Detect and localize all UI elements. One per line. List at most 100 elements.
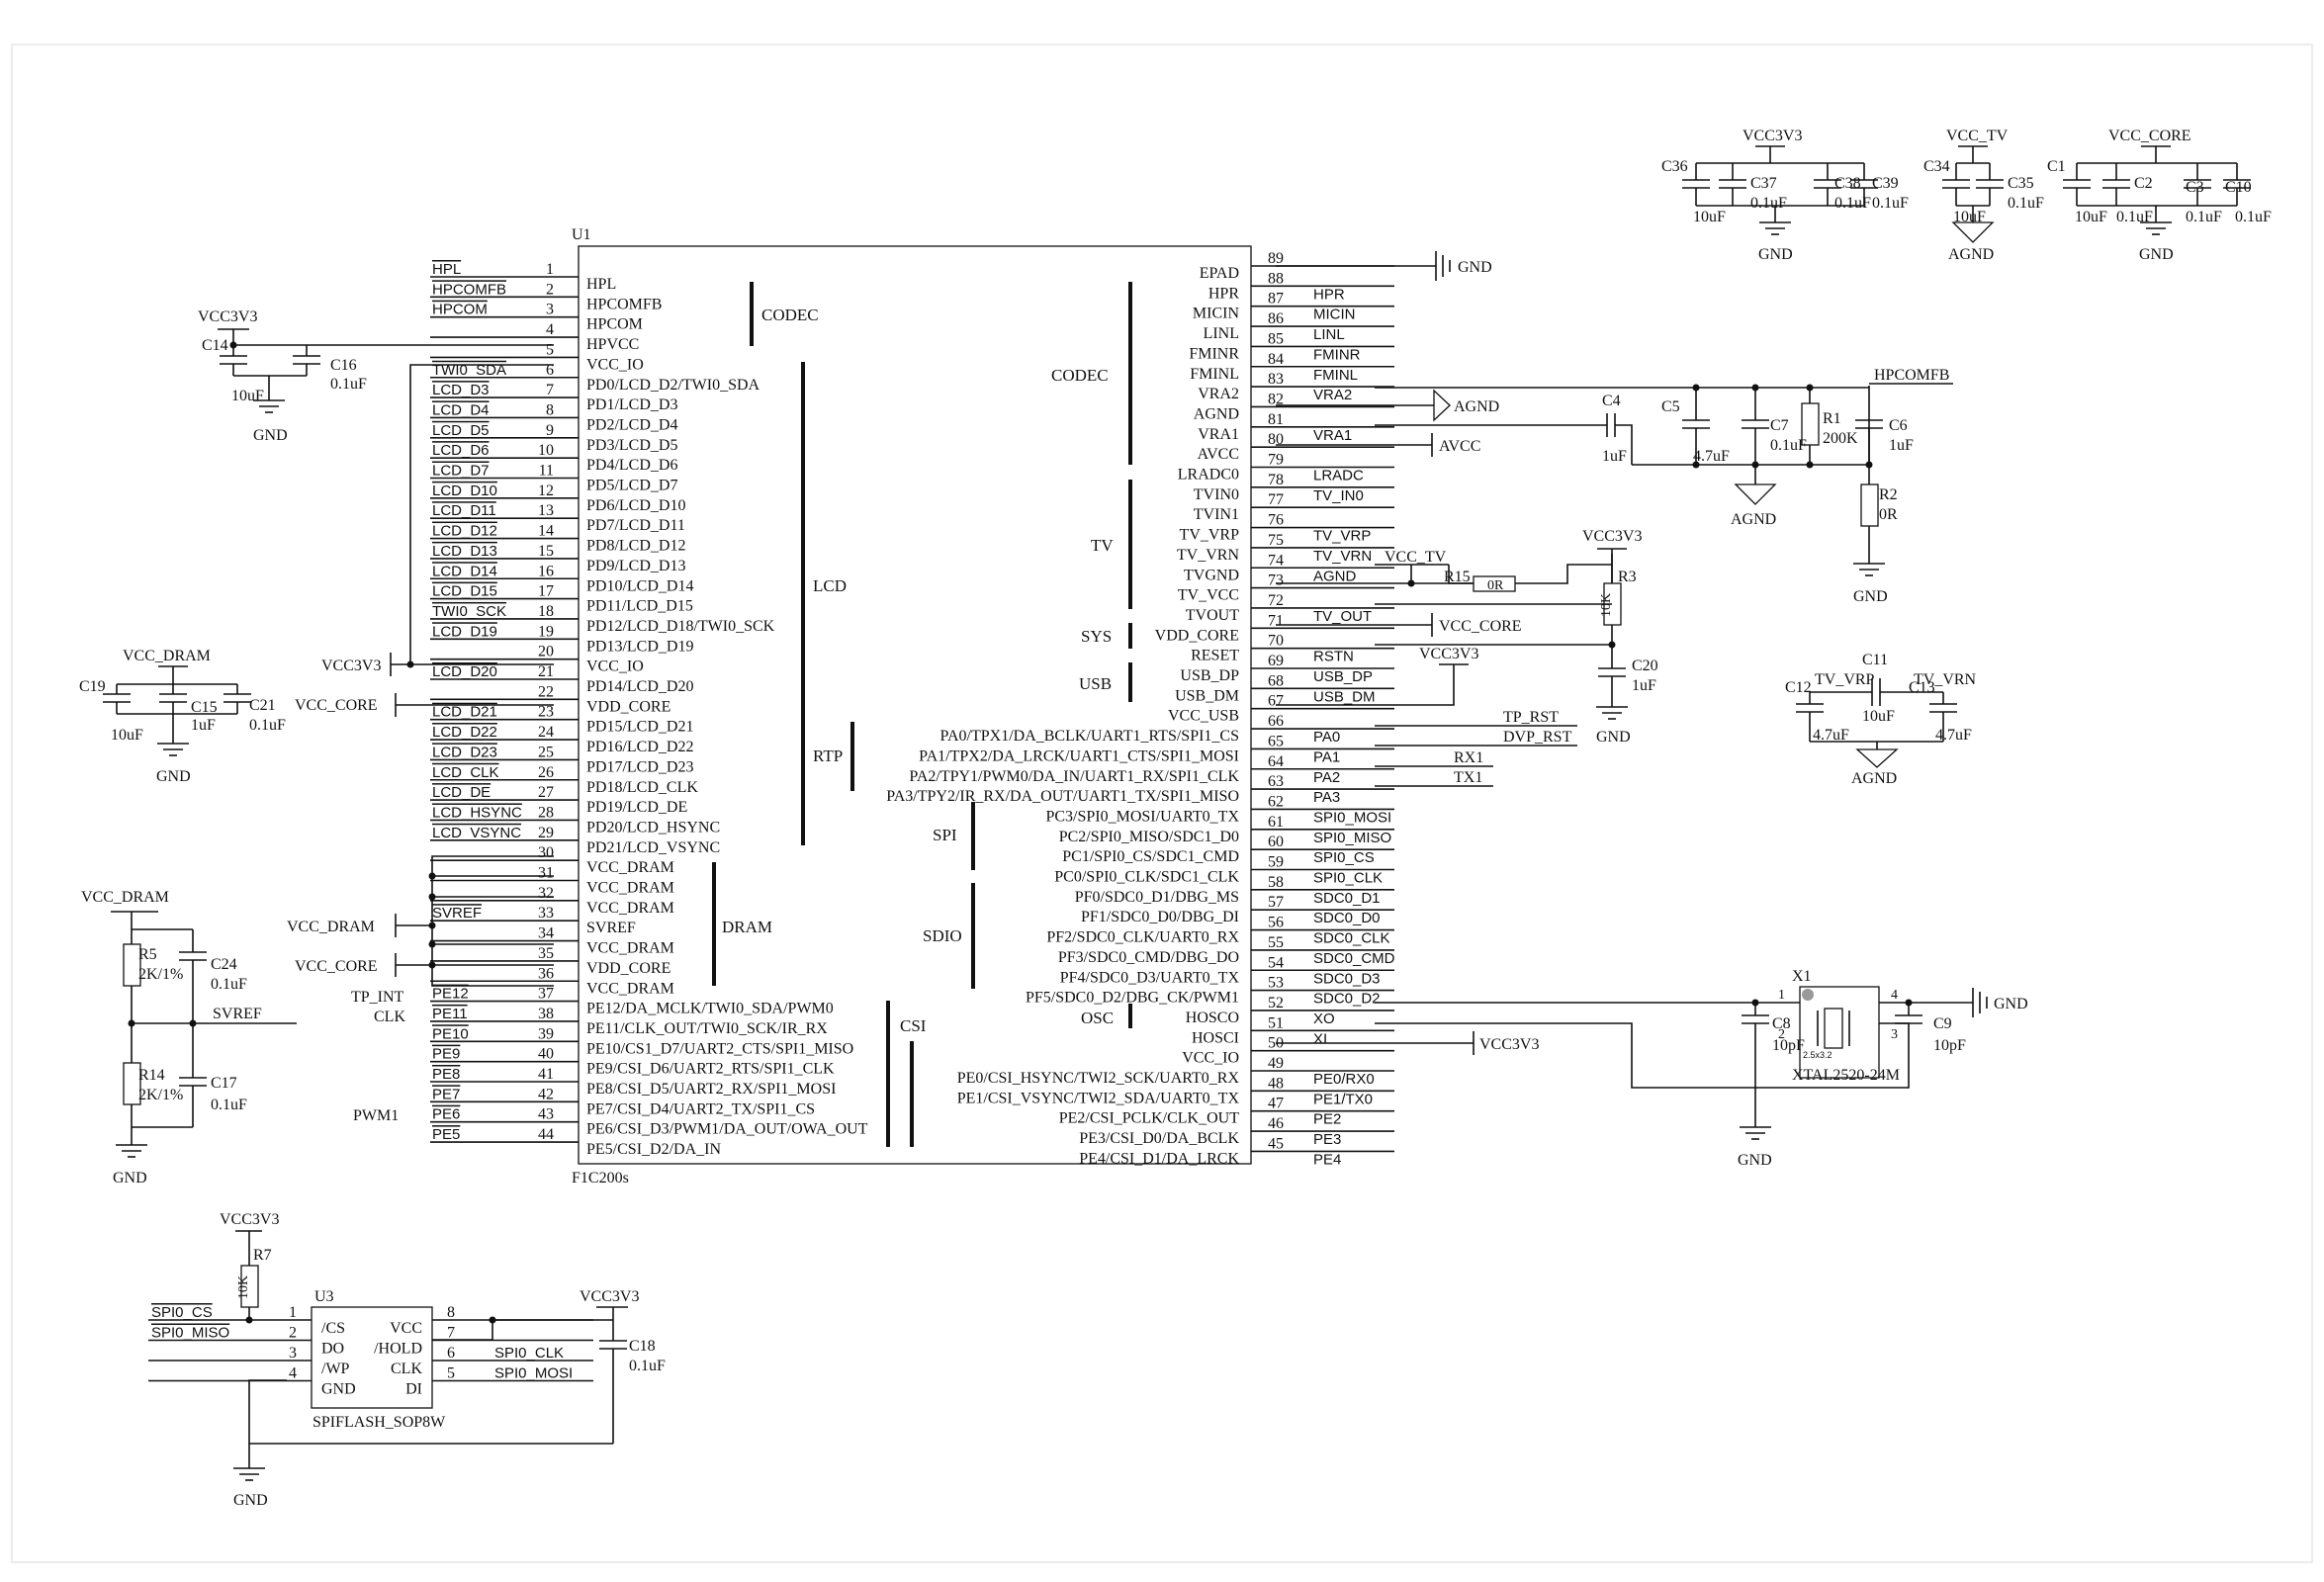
- pin-number-55: 55: [1268, 934, 1284, 951]
- vccio-port-label: VCC3V3: [1479, 1036, 1539, 1053]
- pin-name-35: VDD_CORE: [586, 960, 670, 977]
- net-label-pe3: PE3: [1313, 1131, 1341, 1148]
- pin-number-20: 20: [538, 644, 554, 660]
- c21-value: 0.1uF: [249, 717, 286, 734]
- pin-name-43: PE6/CSI_D3/PWM1/DA_OUT/OWA_OUT: [586, 1121, 868, 1138]
- net-label-lcd-d22: LCD_D22: [432, 724, 497, 741]
- pin-name-37: PE12/DA_MCLK/TWI0_SDA/PWM0: [586, 1001, 834, 1017]
- net-label-pe0-rx0: PE0/RX0: [1313, 1071, 1375, 1088]
- x1-package: 2.5x3.2: [1803, 1050, 1832, 1060]
- flash-pin-number-5: 5: [447, 1365, 455, 1382]
- net-label-fminr: FMINR: [1313, 346, 1361, 363]
- pin-name-86: LINL: [1204, 325, 1239, 342]
- pin-number-8: 8: [546, 401, 554, 418]
- net-label-lcd-clk: LCD_CLK: [432, 764, 499, 781]
- pin-number-53: 53: [1268, 975, 1284, 992]
- c15-label: C15: [191, 699, 218, 716]
- pin-number-18: 18: [538, 603, 554, 620]
- svref-div-supply: VCC_DRAM: [81, 889, 169, 906]
- flash-pin-number-4: 4: [289, 1365, 297, 1382]
- pin-name-11: PD5/LCD_D7: [586, 478, 677, 494]
- pin-name-25: PD17/LCD_D23: [586, 758, 693, 775]
- pin-name-85: FMINR: [1189, 345, 1239, 362]
- pin-name-4: HPVCC: [586, 336, 639, 353]
- c12-value: 4.7uF: [1813, 727, 1849, 744]
- net-label-twi0-sck: TWI0_SCK: [432, 603, 506, 620]
- net-label-hpr: HPR: [1313, 286, 1345, 303]
- group-label-tv: TV: [1091, 536, 1114, 555]
- pin-number-68: 68: [1268, 672, 1284, 689]
- c4-value: 1uF: [1602, 448, 1627, 465]
- pin-number-11: 11: [539, 463, 554, 480]
- pin-name-75: TV_VRN: [1177, 547, 1240, 564]
- pin-number-77: 77: [1268, 491, 1284, 508]
- net-label-lcd-d4: LCD_D4: [432, 401, 490, 418]
- net-label-lradc: LRADC: [1313, 468, 1364, 484]
- pin-number-14: 14: [538, 523, 554, 540]
- pin-number-43: 43: [538, 1106, 554, 1123]
- c19-value: 10uF: [111, 727, 143, 744]
- pwm1-label: PWM1: [353, 1107, 399, 1124]
- pin-name-41: PE8/CSI_D5/UART2_RX/SPI1_MOSI: [586, 1081, 836, 1098]
- pin-name-28: PD20/LCD_HSYNC: [586, 819, 720, 835]
- c9-value: 10pF: [1933, 1037, 1966, 1054]
- pin-name-74: TVGND: [1184, 567, 1239, 583]
- pin-name-54: PF4/SDC0_D3/UART0_TX: [1060, 969, 1240, 986]
- flash-gnd: GND: [233, 1492, 268, 1509]
- pin-name-31: VCC_DRAM: [586, 880, 674, 897]
- net-label-rstn: RSTN: [1313, 649, 1354, 665]
- pin-number-81: 81: [1268, 411, 1284, 428]
- pin-number-65: 65: [1268, 733, 1284, 749]
- pin-name-17: PD11/LCD_D15: [586, 598, 693, 615]
- flash-part: SPIFLASH_SOP8W: [313, 1414, 446, 1431]
- net-label-pa3: PA3: [1313, 789, 1340, 806]
- pin-number-80: 80: [1268, 431, 1284, 448]
- flash-body: [311, 1306, 433, 1409]
- x1-pin3: 3: [1891, 1027, 1898, 1042]
- r1-value: 200K: [1823, 430, 1858, 447]
- pin-name-45: PE4/CSI_D1/DA_LRCK: [1079, 1150, 1239, 1167]
- hpvcc-gnd-label: GND: [253, 427, 288, 444]
- pin-number-58: 58: [1268, 874, 1284, 891]
- pin-number-2: 2: [546, 281, 554, 298]
- group-label-sdio: SDIO: [923, 926, 962, 945]
- pin-number-76: 76: [1268, 512, 1284, 529]
- c14-value: 10uF: [231, 388, 264, 404]
- c16-value: 0.1uF: [330, 376, 367, 393]
- c8-value: 10pF: [1772, 1037, 1805, 1054]
- pin-name-30: VCC_DRAM: [586, 859, 674, 876]
- c5-value: 4.7uF: [1693, 448, 1730, 465]
- pin-number-17: 17: [538, 583, 554, 600]
- net-label-sdc0-d0: SDC0_D0: [1313, 910, 1381, 926]
- pin-number-64: 64: [1268, 753, 1284, 770]
- group-label-rtp: RTP: [813, 747, 843, 765]
- pin-name-8: PD2/LCD_D4: [586, 416, 677, 433]
- pin-number-61: 61: [1268, 814, 1284, 831]
- net-label-vra1: VRA1: [1313, 427, 1352, 444]
- pin-number-29: 29: [538, 825, 554, 841]
- pin-name-67: VCC_USB: [1168, 708, 1239, 725]
- pin-name-50: VCC_IO: [1182, 1050, 1239, 1067]
- net-label-micin: MICIN: [1313, 307, 1356, 323]
- pin-name-5: VCC_IO: [586, 356, 644, 373]
- net-label-tv-in0: TV_IN0: [1313, 487, 1364, 504]
- c20-label: C20: [1632, 658, 1658, 674]
- pin-number-19: 19: [538, 623, 554, 640]
- c4-label: C4: [1602, 393, 1621, 409]
- pin-number-54: 54: [1268, 954, 1284, 971]
- pin-name-72: TVOUT: [1186, 607, 1239, 624]
- c35-value: 0.1uF: [2008, 195, 2044, 212]
- pin-number-67: 67: [1268, 693, 1284, 710]
- pin-name-38: PE11/CLK_OUT/TWI0_SCK/IR_RX: [586, 1020, 828, 1037]
- pin-number-71: 71: [1268, 612, 1284, 629]
- pin-number-66: 66: [1268, 713, 1284, 730]
- pin-name-59: PC0/SPI0_CLK/SDC1_CLK: [1054, 869, 1239, 886]
- pin-number-44: 44: [538, 1126, 554, 1143]
- pin-name-15: PD9/LCD_D13: [586, 558, 685, 574]
- flash-pin-name-4: GND: [321, 1381, 356, 1398]
- svref-div-gnd: GND: [113, 1170, 147, 1186]
- pin-name-62: PC3/SPI0_MOSI/UART0_TX: [1045, 808, 1239, 825]
- net-label-spi0-clk: SPI0_CLK: [1313, 870, 1383, 887]
